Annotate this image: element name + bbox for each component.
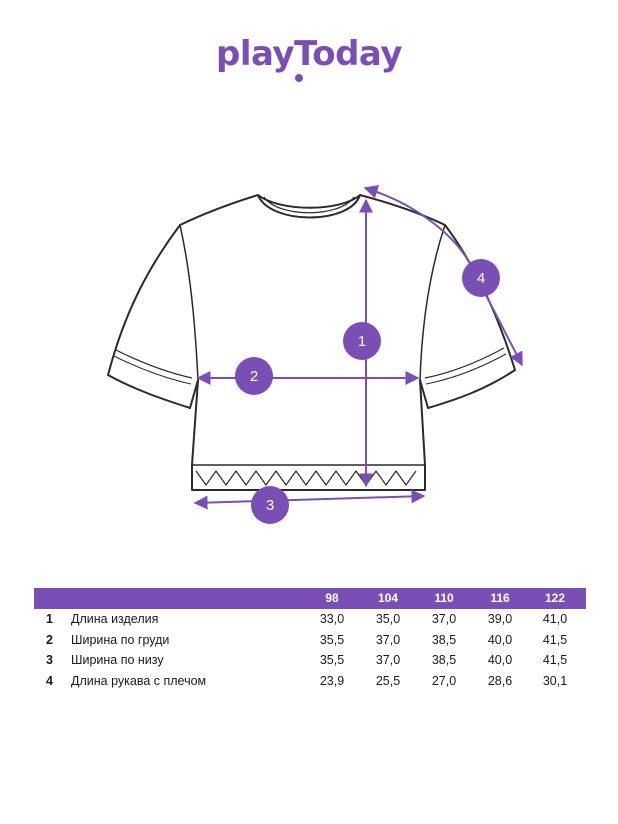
row-number: 1 [46,612,53,626]
brand-logo-dot [295,74,303,82]
size-header-104: 104 [377,591,399,605]
row-value: 40,0 [487,632,513,647]
row-value: 33,0 [319,612,345,626]
marker-1-label: 1 [358,333,366,350]
row-value: 37,0 [375,632,401,647]
marker-4: 4 [462,259,500,297]
size-header-98: 98 [325,591,339,605]
measure-line-3 [193,489,426,510]
row-value: 39,0 [487,612,513,626]
row-value: 30,1 [542,673,568,688]
marker-4-label: 4 [477,270,485,287]
row-value: 37,0 [431,612,457,626]
marker-2: 2 [235,357,273,395]
row-value: 38,5 [431,653,457,667]
row-number: 4 [46,673,53,688]
row-name: Ширина по низу [71,653,164,667]
table-row: 3 Ширина по низу 35,5 37,0 38,5 40,0 41,… [34,650,586,671]
size-header-110: 110 [434,591,454,605]
marker-3-label: 3 [266,497,274,514]
row-value: 40,0 [487,653,513,667]
table-row: 1 Длина изделия 33,0 35,0 37,0 39,0 41,0 [34,609,586,630]
row-name: Длина изделия [71,612,159,626]
tshirt-size-diagram: 1 2 3 4 [107,185,523,524]
row-value: 37,0 [375,653,401,667]
row-name: Ширина по груди [71,632,170,647]
table-row: 4 Длина рукава с плечом 23,9 25,5 27,0 2… [34,671,586,692]
row-value: 41,0 [542,612,568,626]
row-value: 35,0 [375,612,401,626]
tshirt-icon [107,194,516,491]
brand-logo: playToday [216,34,403,74]
table-row: 2 Ширина по груди 35,5 37,0 38,5 40,0 41… [34,630,586,651]
marker-2-label: 2 [250,368,258,385]
marker-3: 3 [251,486,289,524]
row-value: 23,9 [319,673,345,688]
row-value: 41,5 [542,653,568,667]
row-value: 41,5 [542,632,568,647]
marker-1: 1 [343,322,381,360]
row-value: 28,6 [487,673,513,688]
row-value: 35,5 [319,632,345,647]
row-number: 3 [46,653,53,667]
row-value: 25,5 [375,673,401,688]
row-value: 38,5 [431,632,457,647]
size-header-122: 122 [544,591,566,605]
row-number: 2 [46,632,53,647]
row-name: Длина рукава с плечом [71,673,207,688]
size-table: 98 104 110 116 122 1 Длина изделия 33,0 … [34,588,586,691]
size-table-header: 98 104 110 116 122 [34,588,586,609]
size-header-116: 116 [490,591,510,605]
row-value: 27,0 [431,673,457,688]
row-value: 35,5 [319,653,345,667]
